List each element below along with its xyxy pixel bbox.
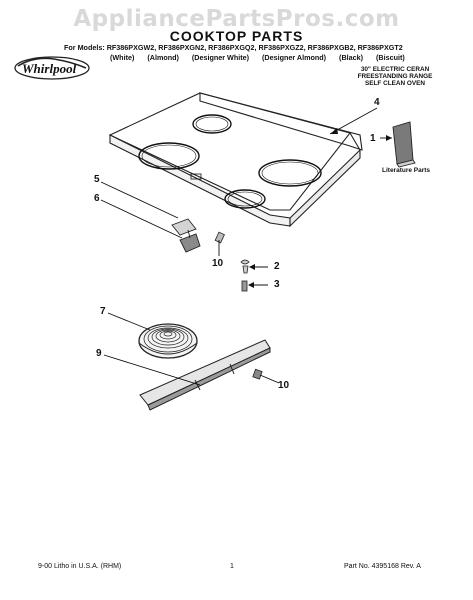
callout-7: 7 <box>100 306 106 317</box>
literature-parts-label: Literature Parts <box>382 167 431 174</box>
callout-9: 9 <box>96 348 102 359</box>
cooktop-glass <box>108 92 363 228</box>
color-label: (Almond) <box>147 53 179 62</box>
callout-6: 6 <box>94 193 100 204</box>
screw-part-10-lower <box>252 368 263 380</box>
surface-element <box>138 323 198 359</box>
color-label: (Black) <box>339 53 364 62</box>
callout-4: 4 <box>374 97 380 108</box>
screw-part-3 <box>241 280 248 292</box>
range-line: 30" ELECTRIC CERAN <box>360 66 430 73</box>
color-label: (Designer White) <box>191 53 250 62</box>
range-line: SELF CLEAN OVEN <box>364 80 425 87</box>
models-line: For Models: RF386PXGW2, RF386PXGN2, RF38… <box>64 43 403 52</box>
callout-10-upper: 10 <box>212 258 224 269</box>
burner-elements <box>138 114 322 209</box>
color-list: (White) (Almond) (Designer White) (Desig… <box>110 53 416 62</box>
literature-booklet <box>392 121 416 168</box>
watermark: AppliancePartsPros.com <box>73 6 400 32</box>
callout-1: 1 <box>370 133 376 144</box>
callout-5: 5 <box>94 174 100 185</box>
color-label: (White) <box>110 53 135 62</box>
leader-arrows <box>248 128 392 288</box>
callout-10-lower: 10 <box>278 380 290 391</box>
range-description: 30" ELECTRIC CERAN FREESTANDING RANGE SE… <box>340 66 450 87</box>
screw-part-10 <box>214 231 225 244</box>
terminal-bracket <box>171 218 201 253</box>
whirlpool-logo: Whirlpool <box>14 56 90 80</box>
color-label: (Biscuit) <box>376 53 405 62</box>
callout-2: 2 <box>274 261 280 272</box>
footer-litho: 9-00 Litho in U.S.A. (RHM) <box>38 563 122 570</box>
support-bracket <box>139 339 271 411</box>
footer-part-number: Part No. 4395168 Rev. A <box>344 563 421 570</box>
svg-text:Whirlpool: Whirlpool <box>22 61 77 76</box>
page-title: COOKTOP PARTS <box>169 28 304 44</box>
footer-page-number: 1 <box>230 563 234 570</box>
color-label: (Designer Almond) <box>262 53 327 62</box>
range-line: FREESTANDING RANGE <box>357 73 433 80</box>
clip-part-2 <box>240 259 250 274</box>
callout-3: 3 <box>274 279 280 290</box>
